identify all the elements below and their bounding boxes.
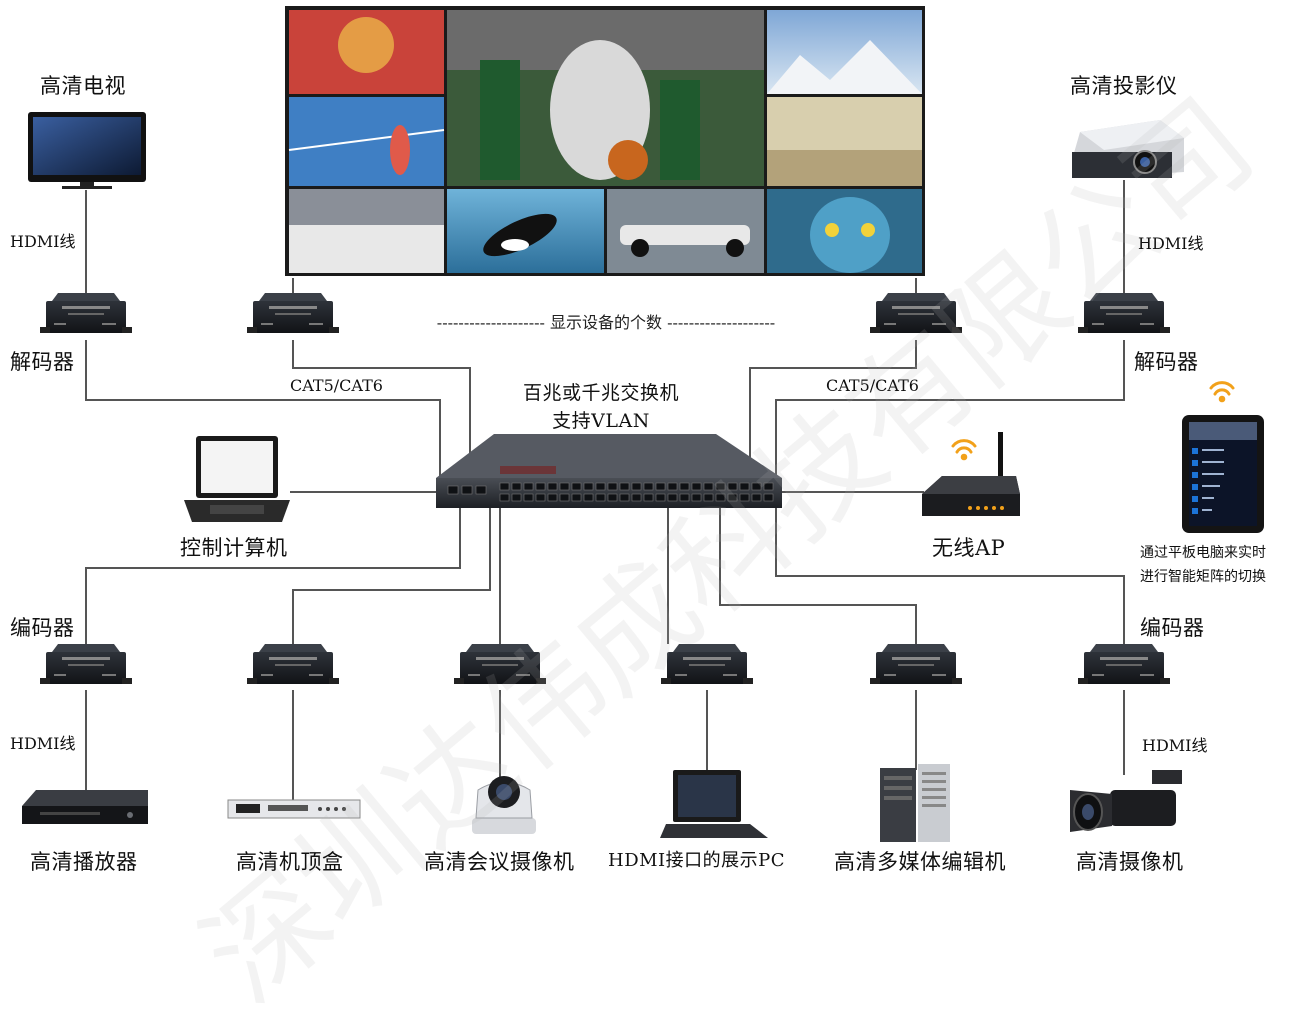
label-hdmi-top-right: HDMI线: [1138, 234, 1204, 253]
label-encoder-left: 编码器: [10, 616, 75, 640]
camcorder-icon: [1070, 770, 1182, 832]
label-decoder-right: 解码器: [1134, 350, 1199, 374]
box-encoder-3: [454, 644, 546, 684]
label-hdmi-pc: HDMI接口的展示PC: [608, 850, 786, 871]
label-tablet-line2: 进行智能矩阵的切换: [1140, 569, 1266, 585]
label-tablet-line1: 通过平板电脑来实时: [1140, 545, 1266, 561]
box-decoder-1: [40, 293, 132, 333]
label-switch-line2: 支持VLAN: [552, 410, 650, 432]
dvd-player-icon: [22, 790, 148, 824]
set-top-box-icon: [227, 799, 361, 819]
label-hdmi-bottom-left: HDMI线: [10, 734, 76, 753]
network-switch-icon: [436, 434, 782, 508]
label-control-pc: 控制计算机: [180, 536, 288, 560]
label-conference-camera: 高清会议摄像机: [424, 850, 575, 874]
tablet-icon: [1182, 415, 1264, 533]
box-encoder-6: [1078, 644, 1170, 684]
laptop-icon: [660, 770, 768, 838]
router-icon: [922, 432, 1020, 516]
label-player: 高清播放器: [30, 850, 138, 874]
wifi-icon: [1209, 381, 1235, 403]
label-decoder-left: 解码器: [10, 350, 75, 374]
box-encoder-1: [40, 644, 132, 684]
projector-icon: [1072, 120, 1184, 178]
label-wireless-ap: 无线AP: [932, 536, 1006, 560]
box-decoder-2: [247, 293, 339, 333]
label-hdmi-top-left: HDMI线: [10, 232, 76, 251]
label-camcorder: 高清摄像机: [1076, 850, 1184, 874]
box-encoder-4: [661, 644, 753, 684]
label-tv: 高清电视: [40, 74, 126, 98]
wifi-icon: [951, 439, 977, 461]
label-cat-left: CAT5/CAT6: [290, 376, 383, 395]
label-media-editor: 高清多媒体编辑机: [834, 850, 1006, 874]
network-diagram: [22, 6, 1264, 842]
box-decoder-4: [1078, 293, 1170, 333]
label-set-top-box: 高清机顶盒: [236, 850, 344, 874]
label-cat-right: CAT5/CAT6: [826, 376, 919, 395]
label-switch-line1: 百兆或千兆交换机: [522, 382, 680, 404]
label-display-count: -------------------- 显示设备的个数 -----------…: [436, 313, 776, 332]
box-decoder-3: [870, 293, 962, 333]
label-projector: 高清投影仪: [1070, 74, 1178, 98]
server-icon: [880, 764, 950, 842]
box-encoder-5: [870, 644, 962, 684]
ptz-camera-icon: [472, 776, 536, 834]
label-hdmi-bottom-right: HDMI线: [1142, 736, 1208, 755]
wall-tile-tennis: [289, 97, 444, 186]
box-encoder-2: [247, 644, 339, 684]
connection-lines: [85, 180, 1125, 800]
video-wall-icon: [285, 6, 925, 276]
laptop-icon: [184, 436, 290, 522]
label-encoder-right: 编码器: [1140, 616, 1205, 640]
tv-icon: [28, 112, 146, 189]
